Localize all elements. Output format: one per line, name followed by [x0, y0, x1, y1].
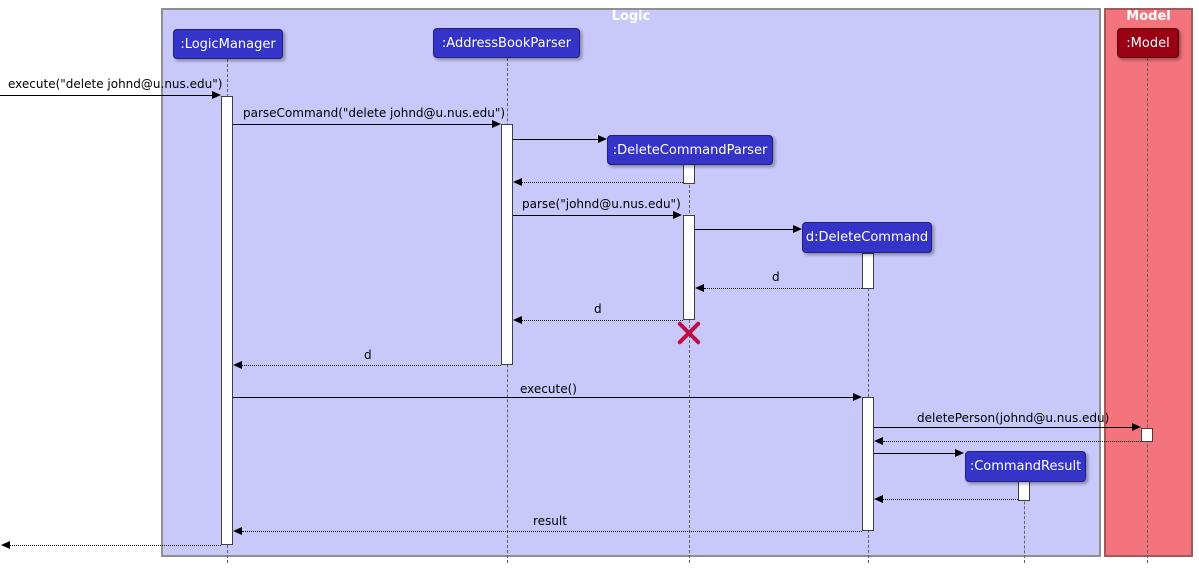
message-deleteperson-label: deletePerson(johnd@u.nus.edu) [917, 411, 1110, 425]
lifeline-model [1147, 58, 1148, 563]
activation-deletecommand-1 [862, 253, 874, 289]
arrowhead-icon [1, 541, 10, 549]
logic-frame-title: Logic [611, 9, 651, 24]
message-create-deletecommand-line [695, 229, 794, 230]
arrowhead-icon [955, 449, 964, 457]
arrowhead-icon [233, 361, 242, 369]
activation-deletecommand-2 [862, 397, 874, 531]
message-parsecommand-line [233, 124, 493, 125]
arrowhead-icon [513, 316, 522, 324]
message-execute-command-line [233, 397, 854, 398]
message-return-d-label: d [364, 348, 372, 362]
message-parse-label: parse("johnd@u.nus.edu") [522, 197, 681, 211]
participant-deletecommandparser: :DeleteCommandParser [607, 135, 773, 165]
activation-logicmanager [221, 96, 233, 545]
message-return-parser-created-line [522, 182, 683, 183]
message-return-final-line [10, 545, 221, 546]
message-deleteperson-line [874, 427, 1132, 428]
arrowhead-icon [673, 211, 682, 219]
arrowhead-icon [233, 527, 242, 535]
participant-addressbookparser-label: :AddressBookParser [441, 35, 572, 51]
participant-logicmanager-label: :LogicManager [180, 36, 276, 52]
model-frame-title: Model [1126, 9, 1171, 24]
participant-addressbookparser: :AddressBookParser [433, 28, 580, 58]
activation-commandresult [1018, 481, 1030, 501]
message-return-d-line [522, 320, 683, 321]
message-execute-command-label: execute() [520, 382, 577, 396]
arrowhead-icon [695, 284, 704, 292]
arrowhead-icon [853, 393, 862, 401]
arrowhead-icon [598, 135, 607, 143]
arrowhead-icon [874, 495, 883, 503]
participant-deletecommandparser-label: :DeleteCommandParser [612, 142, 768, 158]
participant-commandresult: :CommandResult [965, 451, 1086, 482]
activation-addressbookparser [501, 124, 513, 365]
arrowhead-icon [1132, 423, 1141, 431]
arrowhead-icon [212, 91, 221, 99]
lifeline-commandresult [1024, 482, 1025, 563]
message-return-d-label: d [594, 302, 602, 316]
message-create-commandresult-line [874, 453, 956, 454]
message-parse-line [513, 215, 674, 216]
message-return-d-line [704, 288, 862, 289]
participant-commandresult-label: :CommandResult [969, 459, 1082, 474]
participant-deletecommand: d:DeleteCommand [802, 222, 932, 253]
participant-model: :Model [1117, 28, 1179, 58]
activation-deletecommandparser-2 [683, 215, 695, 320]
model-frame [1104, 8, 1193, 557]
lifeline-deletecommandparser [689, 165, 690, 563]
message-return-commandresult-line [883, 499, 1018, 500]
arrowhead-icon [492, 120, 501, 128]
message-return-from-model-line [883, 441, 1141, 442]
participant-logicmanager: :LogicManager [173, 29, 283, 59]
participant-model-label: :Model [1126, 35, 1170, 51]
message-return-result-line [242, 531, 862, 532]
activation-model [1141, 428, 1153, 442]
logic-frame [161, 8, 1101, 557]
arrowhead-icon [793, 225, 802, 233]
arrowhead-icon [513, 178, 522, 186]
activation-deletecommandparser-1 [683, 164, 695, 184]
message-execute-call-label: execute("delete johnd@u.nus.edu") [8, 77, 223, 91]
message-create-deletecommandparser-line [513, 139, 599, 140]
destroy-x-icon [675, 319, 703, 347]
message-return-d-label: d [772, 270, 780, 284]
participant-deletecommand-label: d:DeleteCommand [805, 230, 929, 245]
message-execute-call-line [0, 95, 214, 96]
arrowhead-icon [874, 437, 883, 445]
message-parsecommand-label: parseCommand("delete johnd@u.nus.edu") [243, 106, 506, 120]
message-return-result-label: result [533, 514, 567, 528]
message-return-d-line [242, 365, 501, 366]
